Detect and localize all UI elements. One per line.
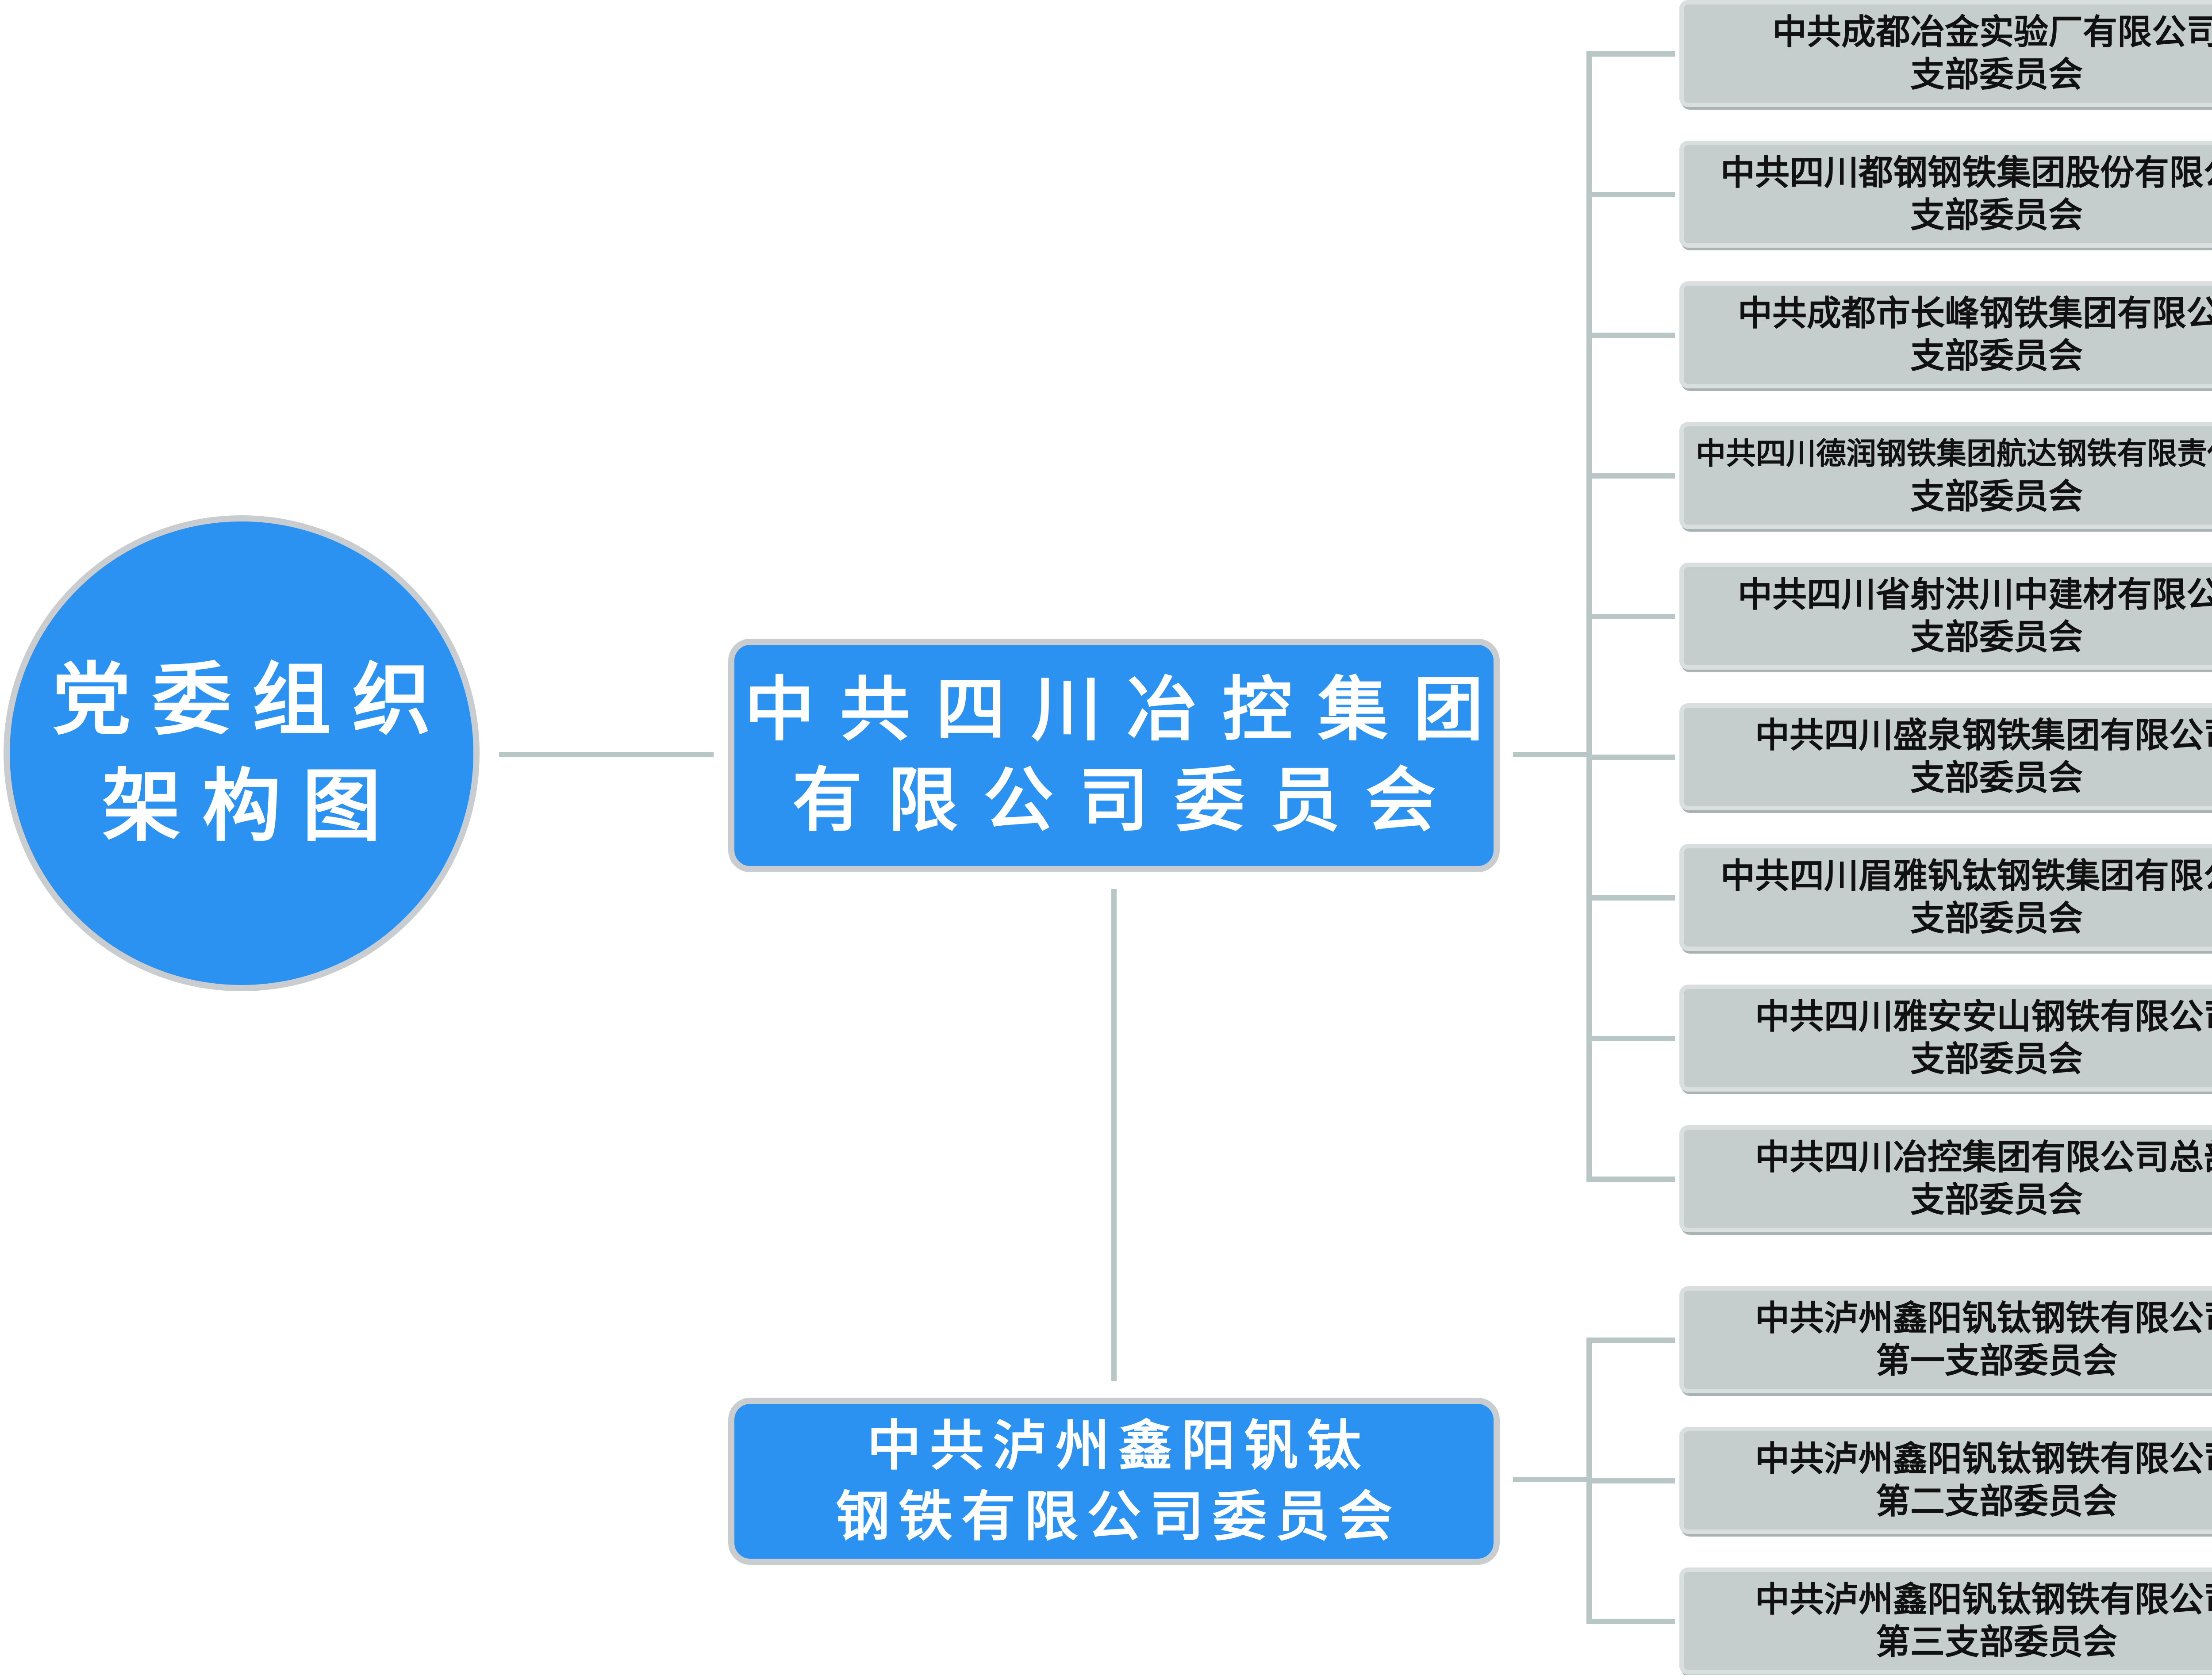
branch-name: 中共四川冶控集团有限公司总部 <box>1755 1138 2212 1177</box>
branch-node: 中共四川盛泉钢铁集团有限公司 支部委员会 <box>1679 703 2212 810</box>
branch-tick <box>1586 473 1675 479</box>
branch-committee: 第二支部委员会 <box>1875 1482 2117 1522</box>
branch-committee: 支部委员会 <box>1910 195 2083 235</box>
branch-node: 中共四川雅安安山钢铁有限公司 支部委员会 <box>1679 985 2212 1092</box>
connector-root-to-main <box>499 752 714 757</box>
branch-node: 中共四川眉雅钒钛钢铁集团有限公司 支部委员会 <box>1679 844 2212 951</box>
branch-name: 中共泸州鑫阳钒钛钢铁有限公司 <box>1755 1299 2212 1338</box>
main-node-group-committee: 中共四川冶控集团 有限公司委员会 <box>728 639 1500 872</box>
branch-name: 中共成都冶金实验厂有限公司 <box>1772 12 2212 52</box>
branch-node: 中共四川德润钢铁集团航达钢铁有限责任公司 支部委员会 <box>1679 422 2212 529</box>
root-title-line1: 党委组织 <box>52 654 452 746</box>
branch-name: 中共成都市长峰钢铁集团有限公司 <box>1737 294 2212 333</box>
branch-name: 中共四川眉雅钒钛钢铁集团有限公司 <box>1720 856 2212 896</box>
connector-main1-to-main2 <box>1111 889 1117 1381</box>
branch-name: 中共四川省射洪川中建材有限公司 <box>1737 575 2212 615</box>
branch-name: 中共四川德润钢铁集团航达钢铁有限责任公司 <box>1695 437 2212 471</box>
branch-tick <box>1586 1177 1675 1182</box>
branch-name: 中共四川雅安安山钢铁有限公司 <box>1755 997 2212 1037</box>
branch-tick <box>1586 51 1675 57</box>
branch-committee: 支部委员会 <box>1910 1039 2083 1079</box>
branch-committee: 支部委员会 <box>1910 336 2083 376</box>
branch-name: 中共泸州鑫阳钒钛钢铁有限公司 <box>1755 1439 2212 1479</box>
branch-tick <box>1586 192 1675 197</box>
branch-tick <box>1586 1036 1675 1041</box>
root-title-line2: 架构图 <box>102 760 402 852</box>
connector-main2-to-branches <box>1513 1477 1589 1482</box>
branch-committee: 支部委员会 <box>1910 617 2083 657</box>
branch-node: 中共成都市长峰钢铁集团有限公司 支部委员会 <box>1679 281 2212 388</box>
branch-committee: 第一支部委员会 <box>1875 1341 2117 1381</box>
root-node-party-committee-chart: 党委组织 架构图 <box>4 515 480 991</box>
branch-committee: 支部委员会 <box>1910 1180 2083 1220</box>
branch-committee: 支部委员会 <box>1910 477 2083 517</box>
branch-tick <box>1586 1338 1675 1343</box>
branch-tick <box>1586 1619 1675 1624</box>
branch-node: 中共四川都钢钢铁集团股份有限公司 支部委员会 <box>1679 141 2212 248</box>
branch-node-luzhou: 中共泸州鑫阳钒钛钢铁有限公司 第三支部委员会 <box>1679 1568 2212 1675</box>
main2-line1: 中共泸州鑫阳钒钛 <box>867 1414 1370 1477</box>
branch-committee: 第三支部委员会 <box>1875 1622 2117 1662</box>
branch-tick <box>1586 1478 1675 1483</box>
branch-name: 中共泸州鑫阳钒钛钢铁有限公司 <box>1755 1580 2212 1620</box>
branch-node: 中共四川冶控集团有限公司总部 支部委员会 <box>1679 1125 2212 1232</box>
branch-tick <box>1586 333 1675 338</box>
main2-line2: 钢铁有限公司委员会 <box>836 1485 1401 1548</box>
branch-committee: 支部委员会 <box>1910 55 2083 95</box>
branch-node: 中共成都冶金实验厂有限公司 支部委员会 <box>1679 0 2212 107</box>
branch-committee: 支部委员会 <box>1910 899 2083 939</box>
main-node-luzhou-committee: 中共泸州鑫阳钒钛 钢铁有限公司委员会 <box>728 1398 1500 1565</box>
branch-name: 中共四川盛泉钢铁集团有限公司 <box>1755 716 2212 755</box>
branch-node-luzhou: 中共泸州鑫阳钒钛钢铁有限公司 第一支部委员会 <box>1679 1286 2212 1393</box>
main1-line1: 中共四川冶控集团 <box>745 669 1509 751</box>
branch-node: 中共四川省射洪川中建材有限公司 支部委员会 <box>1679 563 2212 670</box>
branch-node-luzhou: 中共泸州鑫阳钒钛钢铁有限公司 第二支部委员会 <box>1679 1427 2212 1534</box>
branch-committee: 支部委员会 <box>1910 758 2083 798</box>
branch-tick <box>1586 755 1675 760</box>
main1-line2: 有限公司委员会 <box>792 760 1461 841</box>
branch-tick <box>1586 614 1675 619</box>
branch-name: 中共四川都钢钢铁集团股份有限公司 <box>1720 153 2212 193</box>
branch-tick <box>1586 895 1675 901</box>
connector-main1-to-branches <box>1513 752 1589 757</box>
